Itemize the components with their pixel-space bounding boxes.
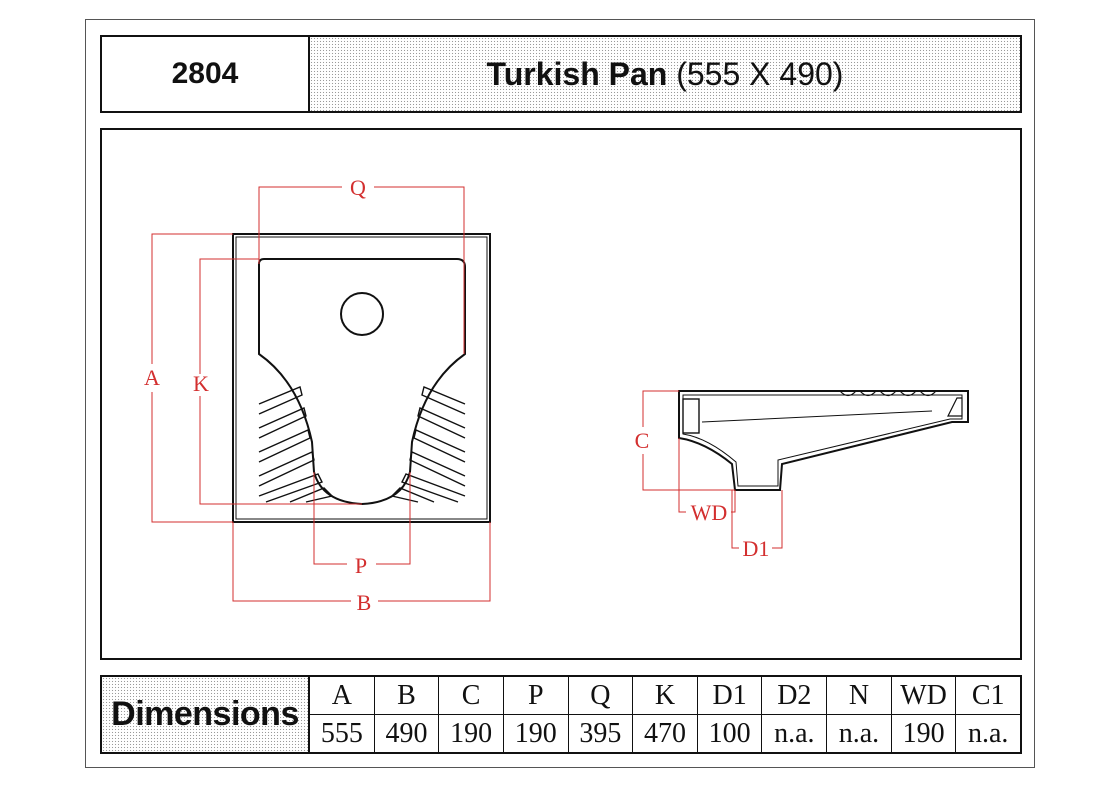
- dimension-column-c1: C1 n.a.: [955, 677, 1021, 752]
- dimension-value: 100: [708, 717, 751, 749]
- pan-outer-edge: [232, 233, 491, 523]
- label-b: B: [357, 590, 372, 615]
- dimension-column-n: N n.a.: [826, 677, 891, 752]
- dimension-key: P: [503, 677, 568, 715]
- side-dimension-labels: C WD D1: [635, 428, 770, 561]
- d1-dimension-right: [772, 490, 783, 549]
- dimension-column-q: Q 395: [567, 677, 633, 752]
- label-a: A: [144, 365, 160, 390]
- dimension-value: 490: [385, 717, 428, 749]
- q-dimension-left: [258, 186, 342, 264]
- dimension-column-p: P 190: [502, 677, 568, 752]
- side-dimensions: [642, 390, 783, 549]
- side-rim-end: [947, 397, 963, 417]
- dimension-key: WD: [891, 677, 956, 715]
- dimensions-grid: A 555 B 490 C 190 P 190 Q 395 K 470 D1 1…: [310, 677, 1021, 752]
- d1-dimension-left: [731, 490, 739, 549]
- dimension-key: D1: [697, 677, 762, 715]
- dimension-column-c: C 190: [438, 677, 503, 752]
- k-dimension-top: [199, 258, 259, 374]
- dimensions-label: Dimensions: [102, 677, 310, 752]
- dimension-key: D2: [762, 677, 827, 715]
- label-wd: WD: [691, 500, 728, 525]
- dimension-value: 470: [644, 717, 687, 749]
- plan-view: [232, 233, 491, 523]
- dimension-value: n.a.: [968, 717, 1009, 749]
- side-rim-bumps: [839, 390, 937, 397]
- dimension-value: 190: [450, 717, 493, 749]
- c-dimension-bottom: [642, 454, 735, 491]
- dimension-value: 190: [902, 717, 945, 749]
- dimension-value: 555: [320, 717, 363, 749]
- side-profile-inner: [682, 394, 963, 487]
- dimension-key: N: [827, 677, 891, 715]
- label-d1: D1: [743, 536, 770, 561]
- drawing-canvas: Q A K P B: [144, 175, 969, 615]
- dimension-key: Q: [568, 677, 633, 715]
- dimension-column-d1: D1 100: [696, 677, 762, 752]
- drawing-sheet: [85, 19, 1035, 768]
- p-dimension-right: [376, 472, 411, 565]
- dimension-column-a: A 555: [310, 677, 374, 752]
- dimension-column-b: B 490: [373, 677, 439, 752]
- a-dimension-top: [151, 233, 233, 364]
- dimension-value: n.a.: [774, 717, 815, 749]
- c-dimension-top: [642, 390, 679, 427]
- side-profile-outer: [678, 390, 969, 491]
- dimension-column-k: K 470: [632, 677, 697, 752]
- product-size: (555 X 490): [667, 55, 844, 92]
- title-block: 2804 Turkish Pan (555 X 490): [100, 35, 1022, 113]
- dimension-value: 395: [579, 717, 622, 749]
- dimension-value: 190: [514, 717, 557, 749]
- dimension-key: A: [310, 677, 374, 715]
- k-dimension-bottom: [199, 396, 362, 505]
- pan-inner-edge: [235, 236, 488, 520]
- dimension-key: B: [374, 677, 439, 715]
- technical-drawing: Q A K P B: [100, 128, 1022, 660]
- plan-dimension-labels: Q A K P B: [144, 175, 371, 615]
- drain-hole: [340, 292, 384, 336]
- left-foot-grips: [258, 386, 334, 503]
- plan-dimensions: [151, 186, 491, 602]
- pan-basin: [258, 258, 466, 506]
- product-code: 2804: [102, 37, 310, 111]
- p-dimension-left: [313, 472, 347, 565]
- label-p: P: [355, 553, 367, 578]
- dimension-column-d2: D2 n.a.: [761, 677, 827, 752]
- dimension-key: C1: [956, 677, 1021, 715]
- product-title: Turkish Pan (555 X 490): [310, 37, 1020, 111]
- side-view: [678, 390, 969, 491]
- wd-dimension-left: [678, 438, 686, 513]
- q-dimension-right: [374, 186, 465, 354]
- b-dimension-right: [378, 522, 491, 602]
- a-dimension-bottom: [151, 392, 233, 523]
- label-q: Q: [350, 175, 366, 200]
- b-dimension-left: [232, 522, 351, 602]
- dimension-value: n.a.: [838, 717, 880, 749]
- dimensions-table: Dimensions A 555 B 490 C 190 P 190 Q 395…: [100, 675, 1022, 754]
- right-foot-grips: [390, 386, 466, 503]
- label-c: C: [635, 428, 650, 453]
- label-k: K: [193, 371, 209, 396]
- product-name: Turkish Pan: [486, 55, 668, 92]
- dimension-column-wd: WD 190: [890, 677, 956, 752]
- dimension-key: K: [633, 677, 697, 715]
- side-flange: [682, 398, 700, 434]
- dimension-key: C: [439, 677, 503, 715]
- side-channel-line: [701, 410, 933, 423]
